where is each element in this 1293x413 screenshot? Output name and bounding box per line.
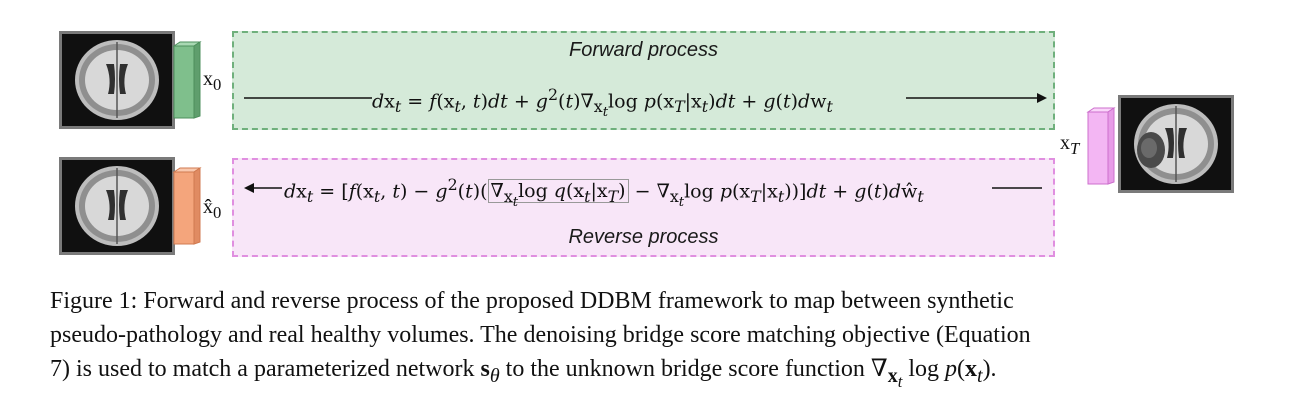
brain-image-x0 <box>59 31 175 129</box>
label-xT: xT <box>1060 132 1080 158</box>
forward-arrow <box>244 93 1047 103</box>
caption-line-1: Figure 1: Forward and reverse process of… <box>50 288 1014 314</box>
brain-image-x0-hat <box>59 157 175 255</box>
reverse-arrow <box>244 183 1042 193</box>
volume-slab-xT <box>1086 107 1116 185</box>
reverse-process-title: Reverse process <box>568 226 719 248</box>
volume-slab-x0-hat <box>172 167 202 245</box>
reverse-process-box: Reverse process <box>232 158 1055 257</box>
forward-process-title: Forward process <box>569 39 718 61</box>
figure-caption: Figure 1: Forward and reverse process of… <box>50 284 1250 399</box>
forward-equation: dxt = f(xt, t)dt + g2(t)∇xtlog p(xT|xt)d… <box>372 85 833 121</box>
caption-line-2: pseudo-pathology and real healthy volume… <box>50 322 1031 348</box>
brain-image-xT <box>1118 95 1234 193</box>
volume-slab-x0 <box>172 41 202 119</box>
forward-process-box: Forward process <box>232 31 1055 130</box>
label-x0-hat: x̂0 <box>203 196 222 222</box>
reverse-equation: dxt = [f(xt, t) − g2(t)(∇xtlog q(xt|xT) … <box>284 175 924 211</box>
caption-line-3: 7) is used to match a parameterized netw… <box>50 356 997 391</box>
label-x0: x0 <box>203 68 222 94</box>
